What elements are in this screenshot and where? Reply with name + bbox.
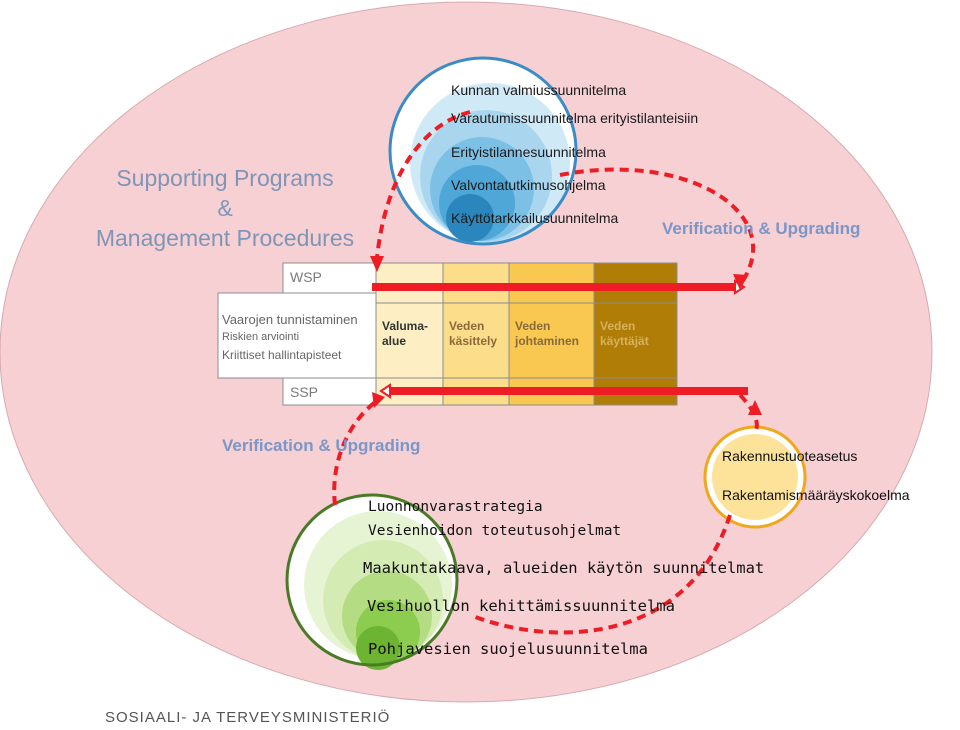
stage-label-line2: käyttäjät [600, 334, 649, 348]
blue-program-3: Erityistilannesuunnitelma [451, 144, 606, 160]
stage-label-line1: Veden [515, 319, 551, 333]
green-program-3: Maakuntakaava, alueiden käytön suunnitel… [363, 559, 765, 577]
hazard-line-3: Kriittiset hallintapisteet [222, 348, 342, 362]
supporting-line2: & [217, 195, 233, 221]
stage-label-line2: johtaminen [515, 334, 580, 348]
green-ring [285, 493, 459, 667]
green-program-4: Vesihuollon kehittämissuunnitelma [367, 597, 675, 615]
regulation-to-green-arrow [469, 514, 732, 635]
ssp-arrow-head [379, 383, 391, 399]
wsp-label: WSP [290, 269, 322, 285]
green-circle-5 [356, 626, 400, 670]
blue-circle-5 [446, 194, 494, 242]
blue-program-4: Valvontatutkimusohjelma [451, 177, 606, 193]
regulation-2: Rakentamismääräyskokoelma [722, 487, 910, 503]
green-program-1: Luonnonvarastrategia [368, 499, 543, 515]
green-program-5: Pohjavesien suojelusuunnitelma [368, 640, 648, 658]
verification-left-label: Verification & Upgrading [222, 436, 421, 455]
blue-program-5: Käyttötarkkailusuunnitelma [451, 210, 619, 226]
green-program-2: Vesienhoidon toteutusohjelmat [368, 523, 622, 539]
regulation-1: Rakennustuoteasetus [722, 448, 858, 464]
blue-program-1: Kunnan valmiussuunnitelma [451, 82, 627, 98]
verification-top-label: Verification & Upgrading [662, 219, 861, 238]
blue-program-2: Varautumissuunnitelma erityistilanteisii… [451, 110, 699, 126]
supporting-line1: Supporting Programs [116, 165, 334, 191]
blue-ring [388, 56, 578, 246]
blue-to-wsp-arrow [375, 110, 471, 259]
ssp-to-regulation-arrow [738, 393, 759, 434]
stage-label-line2: alue [382, 334, 407, 348]
stage-label-line1: Veden [449, 319, 485, 333]
regulation-circle [703, 425, 807, 529]
stage-label-line1: Veden [600, 319, 636, 333]
ssp-label: SSP [290, 384, 319, 400]
blue-program-circles [388, 56, 578, 246]
stage-label-line1: Valuma- [382, 319, 429, 333]
hazard-line-1: Vaarojen tunnistaminen [222, 312, 358, 327]
green-to-ssp-arrow [332, 398, 380, 506]
green-program-circles [285, 493, 459, 670]
blue-to-right-arrow [559, 167, 755, 287]
stage-label-1: Valuma-alue [382, 319, 428, 349]
hazard-line-2: Riskien arviointi [222, 331, 300, 343]
supporting-programs-title: Supporting Programs & Management Procedu… [80, 163, 370, 253]
stage-label-line2: käsittely [449, 334, 498, 348]
ssp-label-box [282, 377, 377, 406]
footer-ministry: SOSIAALI- JA TERVEYSMINISTERIÖ [105, 709, 391, 726]
supporting-line3: Management Procedures [95, 225, 355, 251]
red-arrows [332, 110, 762, 635]
